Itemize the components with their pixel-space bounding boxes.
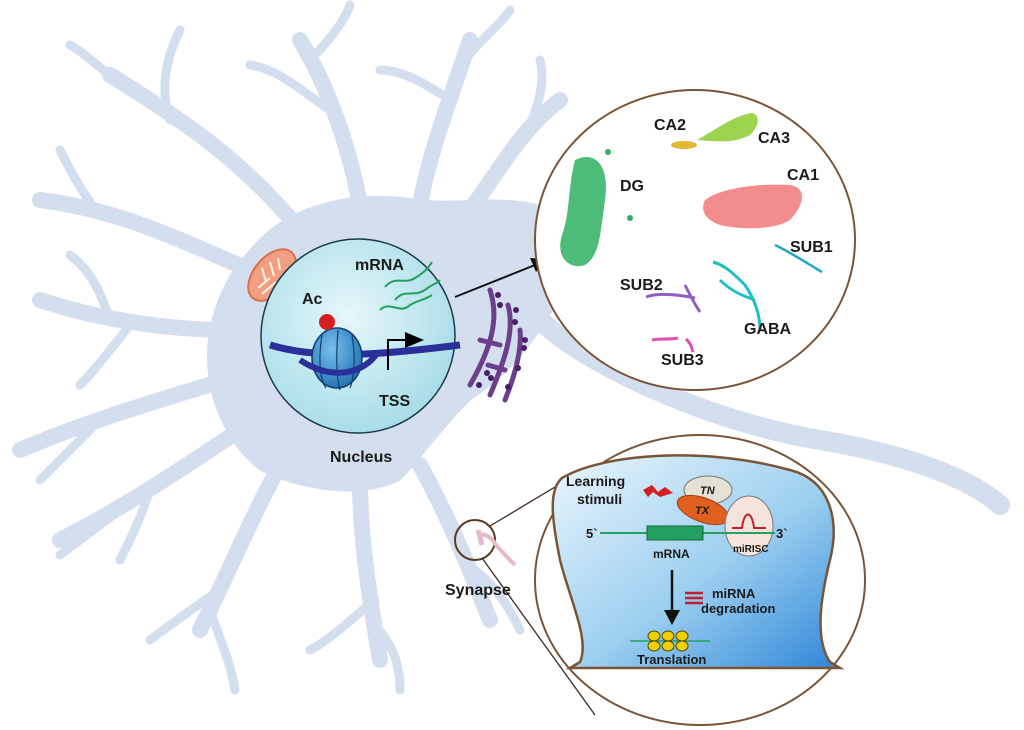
- mrna-strands-icon: [379, 261, 441, 311]
- cluster-label-ca2: CA2: [654, 117, 686, 134]
- cluster-label-sub3: SUB3: [661, 352, 704, 369]
- cluster-label-gaba: GABA: [744, 321, 792, 338]
- cluster-label-dg: DG: [620, 178, 644, 195]
- mrna-label: mRNA: [355, 257, 404, 274]
- cluster-ca3: [697, 113, 758, 142]
- ribosomes-icon: [630, 630, 710, 652]
- synapse-panel: Learning stimuli TN TX 5` 3` mRNA miRISC…: [534, 434, 866, 726]
- cluster-ca2: [671, 141, 697, 149]
- three-prime-label: 3`: [776, 526, 788, 541]
- histone-icon: [298, 327, 379, 391]
- five-prime-label: 5`: [586, 526, 598, 541]
- cluster-label-sub1: SUB1: [790, 239, 833, 256]
- synapse-callout: Synapse: [445, 474, 596, 716]
- mirisc-label: miRISC: [733, 544, 769, 555]
- mirna-hairpin: [732, 513, 766, 529]
- synapse-mrna-label: mRNA: [653, 547, 690, 561]
- tss-label: TSS: [379, 393, 410, 410]
- cluster-dg: [560, 149, 633, 267]
- acetyl-label: Ac: [302, 291, 323, 308]
- golgi-apparatus-icon: [467, 287, 528, 403]
- translation-label: Translation: [637, 652, 706, 667]
- nucleus: mRNA Ac TSS: [260, 238, 461, 434]
- cluster-sub3: [651, 336, 695, 353]
- cluster-sub2: [645, 284, 702, 313]
- lightning-bolt-icon: [643, 485, 673, 497]
- mirna-degradation-label: miRNA: [712, 586, 756, 601]
- synapse-label: Synapse: [445, 582, 511, 599]
- cluster-sub1: [774, 243, 823, 274]
- cluster-gaba: [712, 260, 762, 331]
- mirisc-complex: [724, 495, 774, 557]
- acetyl-group-icon: [319, 314, 335, 330]
- tss-arrow-icon: [387, 332, 424, 370]
- cluster-label-ca1: CA1: [787, 167, 819, 184]
- cluster-label-ca3: CA3: [758, 130, 790, 147]
- mrna-coding-region: [646, 525, 704, 541]
- cluster-label-sub2: SUB2: [620, 277, 663, 294]
- mirna-fragments-icon: [685, 591, 703, 605]
- mirna-degradation-label-2: degradation: [701, 601, 775, 616]
- umap-panel: CA2 CA3 DG CA1 SUB1 SUB2 GABA SUB3: [534, 89, 856, 391]
- learning-stimuli-label-2: stimuli: [577, 491, 622, 507]
- down-arrow-icon: [664, 610, 680, 625]
- tn-label: TN: [700, 485, 716, 497]
- tx-label: TX: [695, 505, 710, 517]
- cluster-ca1: [703, 184, 803, 229]
- nucleus-label: Nucleus: [330, 449, 392, 466]
- learning-stimuli-label: Learning: [566, 473, 625, 489]
